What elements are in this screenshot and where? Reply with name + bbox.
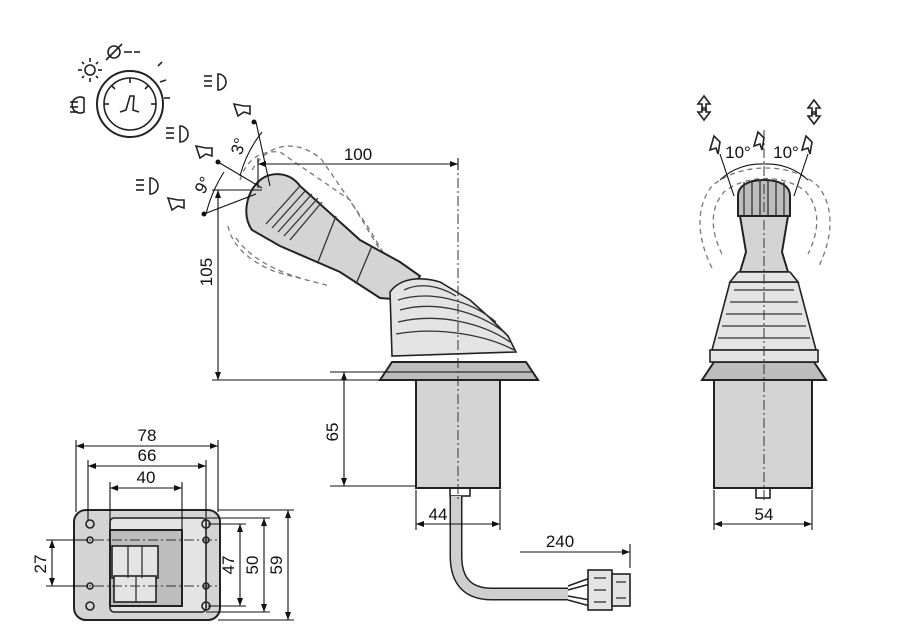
dim-66-label: 66 (138, 446, 157, 465)
dim-50-label: 50 (243, 556, 262, 575)
dim-59-label: 59 (267, 556, 286, 575)
cable-wires (567, 577, 591, 607)
dim-105-label: 105 (197, 258, 216, 286)
dim-65-label: 65 (323, 423, 342, 442)
horn-icon (166, 196, 207, 217)
high-beam-icon (204, 73, 227, 91)
dimmer-slash-icon (105, 43, 140, 61)
horn-icon (708, 134, 721, 155)
dim-54-label: 54 (755, 505, 774, 524)
horn-icon (752, 130, 765, 151)
dim-100-label: 100 (344, 145, 372, 164)
horn-icon (194, 144, 221, 165)
dim-44-label: 44 (429, 505, 448, 524)
dim-240-label: 240 (546, 532, 574, 551)
up-down-arrow-icon (806, 98, 822, 126)
sun-light-icon (78, 58, 102, 82)
angle-3-label: 3° (227, 136, 250, 157)
dim-47-label: 47 (219, 556, 238, 575)
horn-icon (232, 102, 257, 125)
side-view: 100 105 65 44 240 3° 9° (191, 121, 631, 611)
headlight-icon (70, 96, 85, 114)
high-beam-icon (166, 125, 189, 143)
high-beam-icon (136, 177, 159, 195)
angle-9-label: 9° (191, 173, 216, 197)
plan-view: 78 66 40 27 47 50 (31, 426, 294, 621)
angle-left-10-label: 10° (725, 143, 751, 162)
horn-icon (800, 134, 813, 155)
gauge-icon (96, 61, 170, 138)
dim-78-label: 78 (138, 426, 157, 445)
front-view: 54 10° 10° (696, 94, 831, 530)
angle-right-10-label: 10° (773, 143, 799, 162)
dim-40-label: 40 (137, 468, 156, 487)
up-down-arrow-icon (696, 94, 712, 122)
dim-27-label: 27 (31, 555, 50, 574)
connector-plug (587, 569, 631, 611)
